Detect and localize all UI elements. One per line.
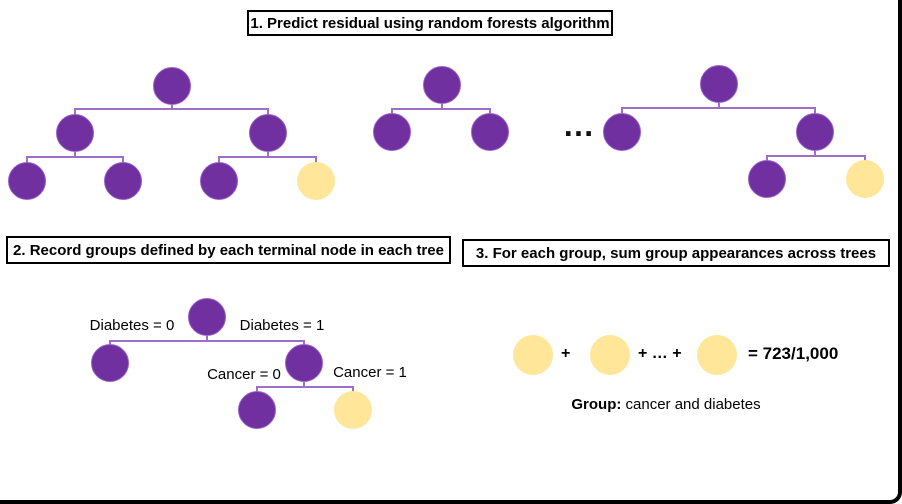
step1-header-box: 1. Predict residual using random forests… [247, 10, 613, 36]
tree-node [471, 113, 509, 151]
group-appearance-circle [697, 335, 737, 375]
edge-label-diabetes1: Diabetes = 1 [239, 317, 325, 334]
edge-label-cancer1: Cancer = 1 [333, 364, 407, 381]
connector-line [814, 107, 816, 115]
connector-line [267, 108, 269, 116]
connector-line [621, 107, 623, 115]
step2-label: 2. Record groups defined by each termina… [13, 241, 444, 259]
step2-header-box: 2. Record groups defined by each termina… [6, 236, 451, 264]
connector-line [26, 156, 124, 158]
connector-line [74, 152, 76, 158]
tree-node [700, 65, 738, 103]
step3-header-box: 3. For each group, sum group appearances… [462, 239, 890, 267]
connector-line [441, 104, 443, 110]
sum-result: = 723/1,000 [748, 344, 839, 363]
connector-line [109, 340, 111, 346]
edge-label-diabetes0: Diabetes = 0 [89, 317, 175, 334]
terminal-group-node [334, 391, 372, 429]
tree-node [423, 66, 461, 104]
connector-line [26, 156, 28, 164]
connector-line [814, 151, 816, 157]
connector-line [256, 386, 258, 393]
tree-node [748, 160, 786, 198]
connector-line [391, 108, 393, 115]
tree-node [249, 114, 287, 152]
group-appearance-circle [513, 335, 553, 375]
connector-line [256, 386, 354, 388]
connector-line [718, 103, 720, 109]
connector-line [206, 336, 208, 342]
tree-node [8, 162, 46, 200]
tree-node [91, 344, 129, 382]
connector-line [315, 156, 317, 164]
group-caption-prefix: Group: [571, 396, 622, 413]
connector-line [391, 108, 491, 110]
connector-line [352, 386, 354, 393]
connector-line [766, 155, 866, 157]
connector-line [218, 156, 317, 158]
tree-node [56, 114, 94, 152]
tree-node [200, 162, 238, 200]
group-caption: Group: cancer and diabetes [536, 396, 796, 413]
connector-line [267, 152, 269, 158]
tree-node [104, 162, 142, 200]
plus-ellipsis-plus: + … + [638, 345, 682, 362]
step1-label: 1. Predict residual using random forests… [250, 14, 610, 32]
tree-node [373, 113, 411, 151]
group-appearance-circle [590, 335, 630, 375]
connector-line [303, 340, 305, 346]
tree-node [796, 113, 834, 151]
tree-node [603, 113, 641, 151]
connector-line [621, 107, 816, 109]
tree-node [285, 344, 323, 382]
connector-line [489, 108, 491, 115]
connector-line [171, 105, 173, 110]
edge-label-cancer0: Cancer = 0 [207, 366, 281, 383]
terminal-group-node [297, 162, 335, 200]
step3-label: 3. For each group, sum group appearances… [475, 244, 877, 262]
connector-line [122, 156, 124, 164]
tree-node [238, 391, 276, 429]
connector-line [864, 155, 866, 162]
connector-line [109, 340, 305, 342]
connector-line [303, 382, 305, 388]
connector-line [74, 108, 269, 110]
forest-ellipsis: … [562, 107, 595, 143]
group-caption-text: cancer and diabetes [621, 396, 761, 413]
connector-line [74, 108, 76, 116]
tree-node [188, 298, 226, 336]
tree-node [153, 67, 191, 105]
connector-line [766, 155, 768, 162]
terminal-group-node [846, 160, 884, 198]
plus-sign-1: + [561, 345, 571, 362]
connector-line [218, 156, 220, 164]
